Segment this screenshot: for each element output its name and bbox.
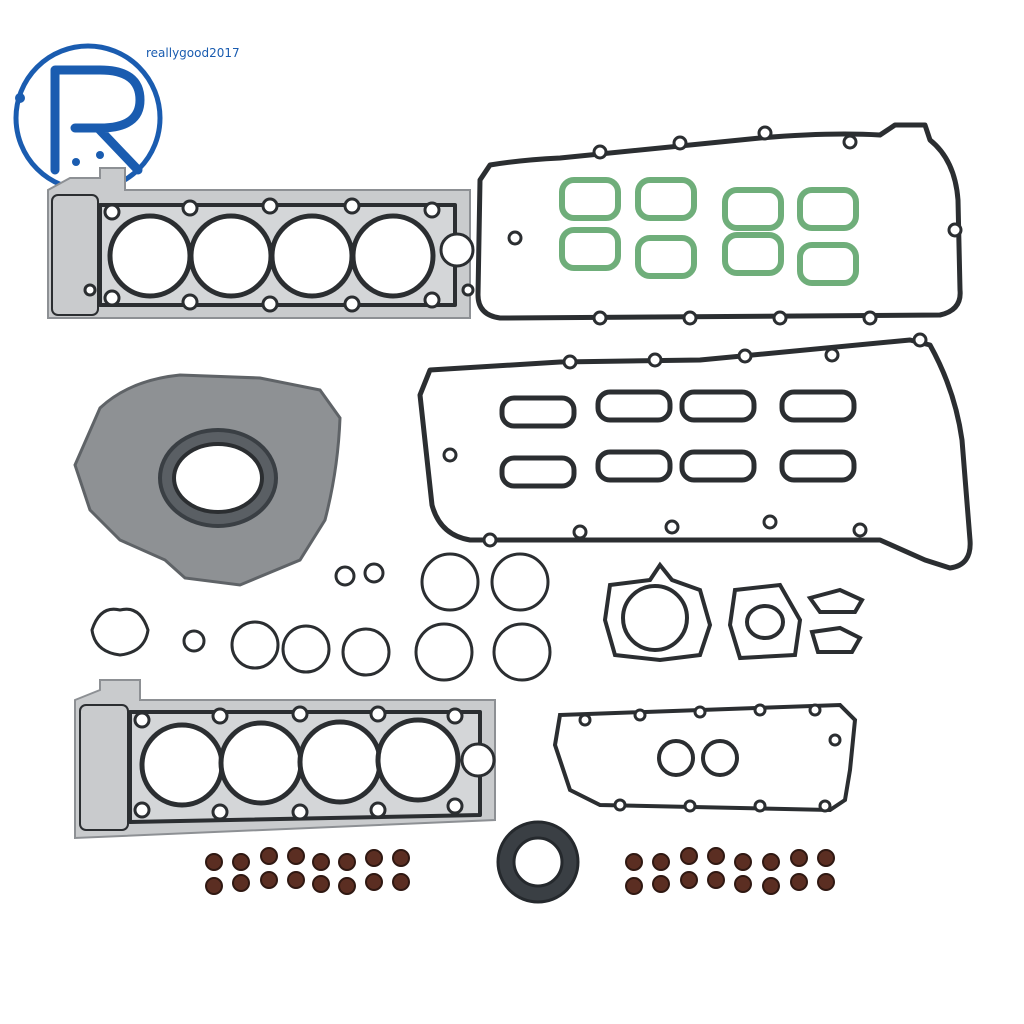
brand-logo-letter: R — [0, 0, 1, 1]
throttle-body-gaskets — [602, 561, 865, 663]
cylinder-head-gasket-bottom — [74, 679, 496, 840]
cylinder-head-gasket-top — [47, 167, 475, 319]
front-crank-seal — [496, 820, 580, 904]
valve-cover-gasket-bottom — [417, 332, 973, 571]
rear-crank-cover — [73, 373, 342, 587]
watermark-text: reallygood2017 — [146, 46, 240, 60]
o-rings — [90, 552, 552, 682]
brand-logo: R — [0, 0, 163, 193]
valve-stem-seals-right — [625, 847, 835, 895]
timing-cover-gasket — [552, 702, 858, 813]
valve-cover-gasket-top — [475, 122, 963, 326]
valve-stem-seals-left — [205, 847, 410, 895]
